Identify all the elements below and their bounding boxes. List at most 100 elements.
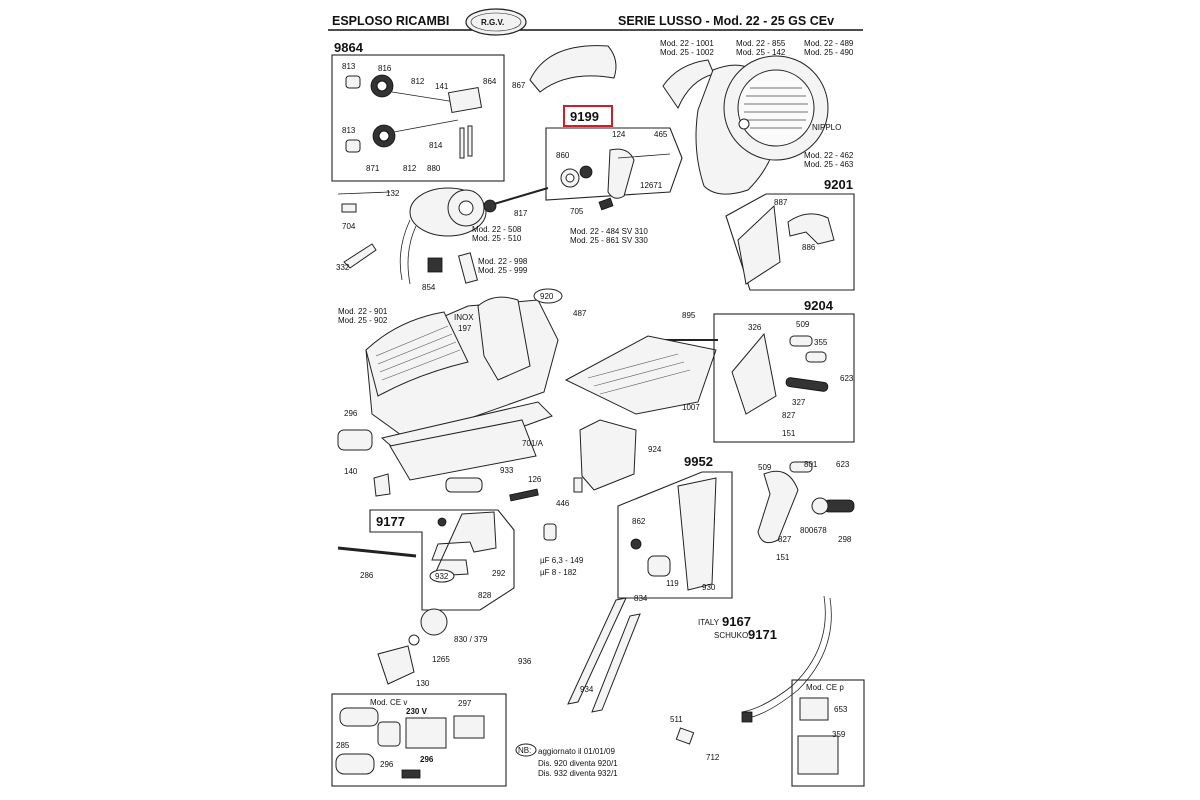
part-m462: Mod. 22 - 462 [804, 151, 854, 160]
capacitor-drawing [543, 523, 557, 541]
part-132: 132 [386, 189, 400, 198]
part-860: 860 [556, 151, 570, 160]
part-509a: 509 [796, 320, 810, 329]
circuit-drawing [405, 717, 447, 749]
logo-text: R.G.V. [481, 18, 504, 27]
part-800678: 800678 [800, 526, 827, 535]
callout-920 [533, 288, 563, 304]
part-924: 924 [648, 445, 662, 454]
part-812a: 812 [411, 77, 425, 86]
part-296c: 296 [420, 755, 434, 764]
part-151a: 151 [782, 429, 796, 438]
part-m510: Mod. 25 - 510 [472, 234, 522, 243]
rgv-logo: R.G.V. [465, 8, 527, 36]
part-812b: 812 [403, 164, 417, 173]
part-italy: ITALY [698, 618, 720, 627]
part-827b: 827 [778, 535, 792, 544]
part-867: 867 [512, 81, 526, 90]
group-9204-label: 9204 [804, 298, 834, 313]
group-9199-label: 9199 [570, 109, 599, 124]
part-827a: 827 [782, 411, 796, 420]
cover-part-drawing [529, 45, 617, 93]
part-623a: 623 [840, 374, 854, 383]
bracket-704-drawing [341, 203, 357, 213]
part-862: 862 [632, 517, 646, 526]
part-359: 359 [832, 730, 846, 739]
mod-cev-box [331, 693, 507, 787]
part-m490: Mod. 25 - 490 [804, 48, 854, 57]
knob-assembly-drawing [560, 148, 671, 211]
board-297-drawing [453, 715, 485, 739]
part-uf2: µF 8 - 182 [540, 568, 577, 577]
part-141: 141 [435, 82, 449, 91]
part-880: 880 [427, 164, 441, 173]
part-sv1: Mod. 22 - 484 SV 310 [570, 227, 648, 236]
mod-cev-label: Mod. CE v [370, 698, 407, 707]
part-623b: 623 [836, 460, 850, 469]
part-854: 854 [422, 283, 436, 292]
part-285: 285 [336, 741, 350, 750]
washer-1265-drawing [408, 634, 420, 646]
part-653: 653 [834, 705, 848, 714]
power-cord-drawing [747, 597, 832, 719]
part-864: 864 [483, 77, 497, 86]
motor-drawing [399, 187, 487, 285]
part-m999: Mod. 25 - 999 [478, 266, 528, 275]
part-151b: 151 [776, 553, 790, 562]
note-nb: NB: [518, 746, 531, 755]
part-m1002: Mod. 25 - 1002 [660, 48, 714, 57]
rod-936-drawing [567, 597, 627, 705]
part-801: 801 [804, 460, 818, 469]
pinion-130-drawing [377, 645, 415, 685]
mod-cep-box [791, 679, 865, 787]
callout-932 [429, 569, 455, 583]
mod-cep-label: Mod. CE p [806, 683, 844, 692]
pulley-830-drawing [420, 608, 448, 636]
group-9864-box [331, 54, 505, 182]
part-326: 326 [748, 323, 762, 332]
part-sv2: Mod. 25 - 861 SV 330 [570, 236, 648, 245]
switch-296-drawing [337, 429, 373, 451]
part-446: 446 [556, 499, 570, 508]
part-296b: 296 [380, 760, 394, 769]
part-1265: 1265 [432, 655, 450, 664]
group-9204-box [713, 313, 855, 443]
part-712: 712 [706, 753, 720, 762]
header-left-title: ESPLOSO RICAMBI [332, 14, 449, 28]
part-197: 197 [458, 324, 472, 333]
part-m902: Mod. 25 - 902 [338, 316, 388, 325]
part-887: 887 [774, 198, 788, 207]
slicer-body-drawing [365, 296, 559, 481]
part-814: 814 [429, 141, 443, 150]
part-130: 130 [416, 679, 430, 688]
part-920: 920 [540, 292, 554, 301]
part-895: 895 [682, 311, 696, 320]
part-124: 124 [612, 130, 626, 139]
plug-drawing [741, 711, 753, 723]
nb-callout [515, 743, 537, 757]
handle-933-drawing [445, 477, 483, 493]
note-line-2: Dis. 920 diventa 920/1 [538, 759, 618, 768]
pin-446-drawing [573, 477, 583, 493]
part-327: 327 [792, 398, 806, 407]
carriage-drawing [564, 335, 717, 415]
part-m463: Mod. 25 - 463 [804, 160, 854, 169]
group-9952-label: 9952 [684, 454, 713, 469]
blade-guard-drawing [662, 55, 829, 195]
part-m855: Mod. 22 - 855 [736, 39, 786, 48]
group-9199-highlight [563, 105, 613, 127]
board-359-drawing [797, 735, 839, 775]
rod-132-drawing [337, 191, 391, 195]
part-886: 886 [802, 243, 816, 252]
part-933: 933 [500, 466, 514, 475]
bracket-930-drawing [630, 477, 717, 591]
parts-sheet: ESPLOSO RICAMBI R.G.V. SERIE LUSSO - Mod… [318, 0, 868, 800]
note-line-1: aggiornato il 01/01/09 [538, 747, 616, 756]
shaft-817-drawing [483, 187, 549, 213]
part-936: 936 [518, 657, 532, 666]
part-1007: 1007 [682, 403, 700, 412]
part-298: 298 [838, 535, 852, 544]
lever-332-drawing [343, 243, 377, 269]
part-509b: 509 [758, 463, 772, 472]
group-9201-label: 9201 [824, 177, 853, 192]
